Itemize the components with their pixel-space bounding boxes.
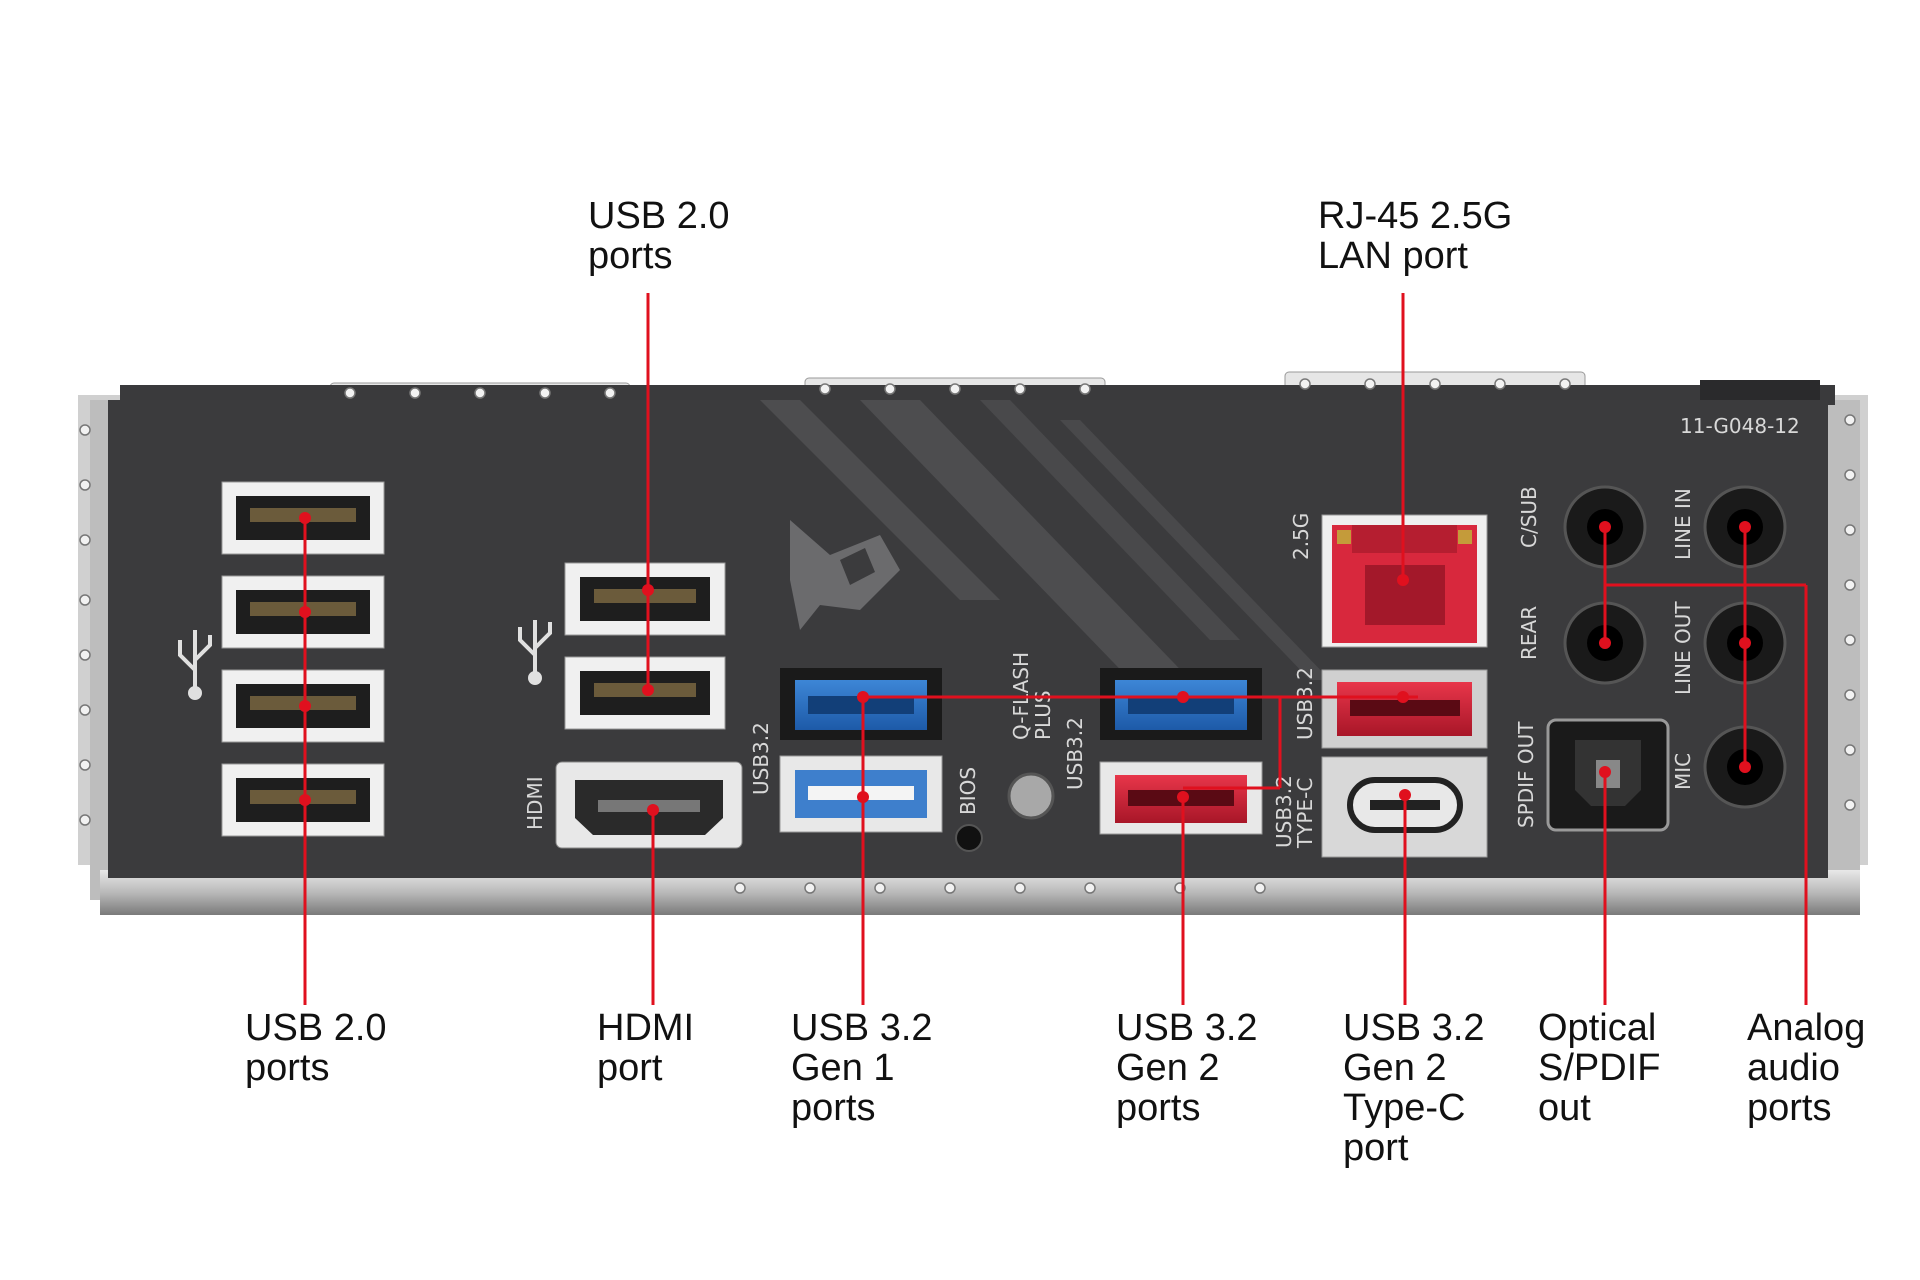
silkscreen-labels: 11-G048-12 USB3.2 HDMI BIOS Q-FLASH PLUS… (523, 414, 1800, 849)
callout-usb32-gen1: USB 3.2 Gen 1 ports (791, 1008, 933, 1128)
usb32-gen1-pair (779, 668, 943, 833)
callout-line: port (597, 1047, 663, 1089)
silk-bios: BIOS (956, 767, 980, 815)
silk-csub: C/SUB (1517, 486, 1541, 548)
decorative-stripes (760, 400, 1330, 690)
callout-line: USB 2.0 (245, 1007, 387, 1049)
callout-line: HDMI (597, 1007, 695, 1049)
callout-line: USB 2.0 (588, 195, 730, 237)
callout-line: audio (1747, 1047, 1840, 1089)
aorus-logo (790, 520, 900, 630)
callout-line: ports (1747, 1087, 1832, 1129)
callout-line: Gen 2 (1116, 1047, 1220, 1089)
silk-lan-speed: 2.5G (1289, 513, 1313, 560)
callout-line: ports (245, 1047, 330, 1089)
callout-dots (299, 512, 1751, 816)
callout-line: Gen 1 (791, 1047, 895, 1089)
silk-mic: MIC (1671, 753, 1695, 790)
silk-usb32-left: USB3.2 (749, 722, 773, 795)
callout-line: Gen 2 (1343, 1047, 1447, 1089)
usb-symbol-icon (178, 630, 212, 700)
qflash-button-icon (1007, 772, 1055, 820)
silk-hdmi: HDMI (523, 776, 547, 830)
callout-line: Optical (1538, 1007, 1657, 1049)
screw-holes (79, 378, 1856, 894)
callout-spdif: Optical S/PDIF out (1538, 1008, 1660, 1128)
silk-usb32-right: USB3.2 (1293, 667, 1317, 740)
callout-usb32-gen2: USB 3.2 Gen 2 ports (1116, 1008, 1258, 1128)
callout-usb32-typec: USB 3.2 Gen 2 Type-C port (1343, 1008, 1485, 1168)
callout-line: USB 3.2 (1343, 1007, 1485, 1049)
callout-rj45: RJ-45 2.5G LAN port (1318, 196, 1512, 276)
callout-line: ports (791, 1087, 876, 1129)
callout-line: Analog (1747, 1007, 1866, 1049)
silk-line-in: LINE IN (1671, 488, 1695, 560)
silk-rear: REAR (1517, 606, 1541, 660)
callout-line: RJ-45 2.5G (1318, 195, 1513, 237)
silk-plus: PLUS (1031, 690, 1055, 740)
callout-line: LAN port (1318, 235, 1468, 277)
part-number-text: 11-G048-12 (1680, 414, 1800, 438)
silk-usb32-mid: USB3.2 (1063, 717, 1087, 790)
callout-usb20-top: USB 2.0 ports (588, 196, 730, 276)
silk-spdif: SPDIF OUT (1514, 721, 1538, 828)
callout-line: USB 3.2 (791, 1007, 933, 1049)
callout-line: Type-C (1343, 1087, 1466, 1129)
callout-line: out (1538, 1087, 1591, 1129)
silk-line-out: LINE OUT (1671, 601, 1695, 695)
callout-line: port (1343, 1127, 1409, 1169)
callout-hdmi: HDMI port (597, 1008, 694, 1088)
callout-analog: Analog audio ports (1747, 1008, 1865, 1128)
callout-line: ports (588, 235, 673, 277)
bios-button-icon (955, 824, 983, 852)
usb32-red-right (1321, 669, 1488, 749)
usb20-top-pair (564, 562, 726, 730)
usb-symbol-icon-2 (518, 620, 552, 685)
callout-line: S/PDIF (1538, 1047, 1661, 1089)
hdmi-port-illustration (555, 761, 743, 849)
callout-line: ports (1116, 1087, 1201, 1129)
silk-usb32-typec-b: TYPE-C (1293, 778, 1317, 849)
callout-usb20-left: USB 2.0 ports (245, 1008, 387, 1088)
callout-line: USB 3.2 (1116, 1007, 1258, 1049)
